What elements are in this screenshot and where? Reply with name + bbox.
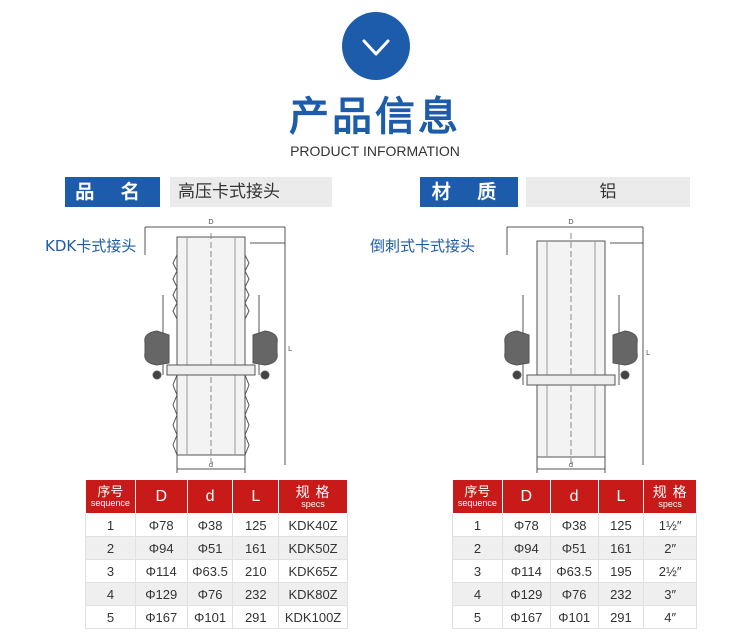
col-header-L: L: [232, 479, 280, 514]
col-header-L: L: [597, 479, 645, 514]
right-technical-drawing: D L d: [504, 218, 650, 473]
cell-d: Φ101: [549, 605, 599, 629]
table-row: 5 Φ167 Φ101 291 4″: [452, 605, 697, 629]
chevron-down-icon: [362, 39, 390, 56]
cell-L: 161: [232, 536, 280, 560]
cell-spec: 2″: [643, 536, 697, 560]
page-title: 产品信息: [289, 94, 461, 140]
cell-spec: KDK80Z: [278, 582, 348, 606]
cell-L: 125: [232, 513, 280, 537]
table-row: 1 Φ78 Φ38 125 KDK40Z: [85, 513, 348, 537]
col-header-D: D: [134, 479, 188, 514]
page-subtitle: PRODUCT INFORMATION: [290, 143, 460, 159]
table-row: 2 Φ94 Φ51 161 KDK50Z: [85, 536, 348, 560]
cell-D: Φ129: [501, 582, 551, 606]
table-row: 4 Φ129 Φ76 232 KDK80Z: [85, 582, 348, 606]
cell-seq: 2: [452, 536, 503, 560]
table-row: 1 Φ78 Φ38 125 1½″: [452, 513, 697, 537]
left-dim-D-label: D: [208, 218, 213, 226]
cell-D: Φ94: [501, 536, 551, 560]
table-row: 5 Φ167 Φ101 291 KDK100Z: [85, 605, 348, 629]
cell-d: Φ38: [186, 513, 234, 537]
cell-seq: 3: [85, 559, 136, 583]
right-dim-d-label: d: [569, 461, 573, 469]
col-header-D: D: [501, 479, 551, 514]
cell-D: Φ129: [134, 582, 188, 606]
cell-d: Φ76: [186, 582, 234, 606]
left-drawing-title: KDK卡式接头: [45, 237, 137, 255]
cell-d: Φ51: [186, 536, 234, 560]
cell-D: Φ167: [501, 605, 551, 629]
cell-seq: 1: [452, 513, 503, 537]
cell-spec: 4″: [643, 605, 697, 629]
left-dim-d-label: d: [209, 461, 213, 469]
cell-L: 195: [597, 559, 645, 583]
cell-seq: 2: [85, 536, 136, 560]
table-row: 2 Φ94 Φ51 161 2″: [452, 536, 697, 560]
material-value: 铝: [526, 177, 690, 207]
cell-spec: 1½″: [643, 513, 697, 537]
cell-seq: 3: [452, 559, 503, 583]
cell-L: 232: [232, 582, 280, 606]
material-label: 材 质: [420, 177, 518, 207]
cell-L: 125: [597, 513, 645, 537]
header-badge: [342, 12, 410, 80]
cell-spec: 2½″: [643, 559, 697, 583]
left-technical-drawing: D L d: [144, 218, 292, 473]
cell-L: 291: [597, 605, 645, 629]
cell-spec: 3″: [643, 582, 697, 606]
cell-L: 210: [232, 559, 280, 583]
right-drawing-title: 倒刺式卡式接头: [370, 237, 476, 255]
right-dim-L-label: L: [646, 349, 650, 357]
left-dim-L-label: L: [288, 345, 292, 353]
cell-spec: KDK100Z: [278, 605, 348, 629]
cell-seq: 4: [85, 582, 136, 606]
cell-d: Φ76: [549, 582, 599, 606]
col-header-d: d: [549, 479, 599, 514]
cell-L: 161: [597, 536, 645, 560]
cell-d: Φ51: [549, 536, 599, 560]
cell-seq: 1: [85, 513, 136, 537]
cell-seq: 5: [452, 605, 503, 629]
cell-L: 232: [597, 582, 645, 606]
cell-d: Φ101: [186, 605, 234, 629]
cell-D: Φ114: [501, 559, 551, 583]
product-name-label: 品 名: [65, 177, 160, 207]
cell-d: Φ63.5: [186, 559, 234, 583]
cell-D: Φ78: [134, 513, 188, 537]
cell-D: Φ94: [134, 536, 188, 560]
cell-L: 291: [232, 605, 280, 629]
table-row: 3 Φ114 Φ63.5 210 KDK65Z: [85, 559, 348, 583]
table-row: 4 Φ129 Φ76 232 3″: [452, 582, 697, 606]
cell-D: Φ114: [134, 559, 188, 583]
right-dim-D-label: D: [568, 218, 573, 226]
cell-seq: 5: [85, 605, 136, 629]
cell-seq: 4: [452, 582, 503, 606]
cell-D: Φ167: [134, 605, 188, 629]
cell-d: Φ38: [549, 513, 599, 537]
col-header-d: d: [186, 479, 234, 514]
cell-d: Φ63.5: [549, 559, 599, 583]
cell-D: Φ78: [501, 513, 551, 537]
table-row: 3 Φ114 Φ63.5 195 2½″: [452, 559, 697, 583]
cell-spec: KDK65Z: [278, 559, 348, 583]
product-name-value: 高压卡式接头: [170, 177, 332, 207]
cell-spec: KDK50Z: [278, 536, 348, 560]
cell-spec: KDK40Z: [278, 513, 348, 537]
